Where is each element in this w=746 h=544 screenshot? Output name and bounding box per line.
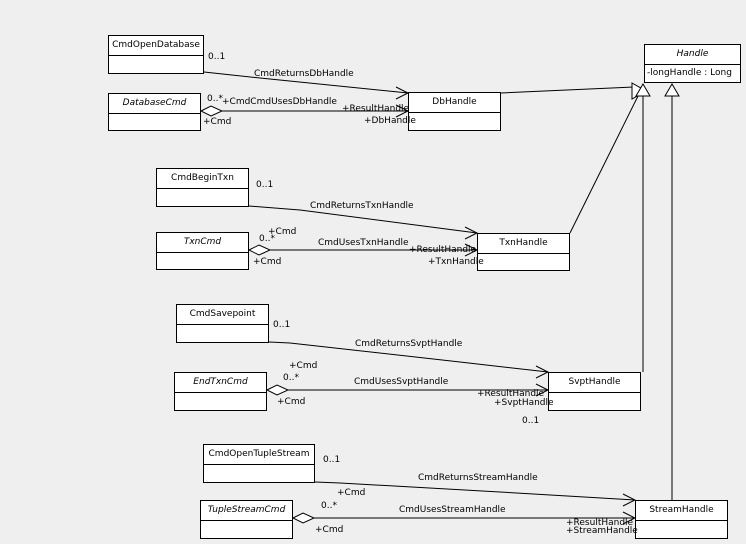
role-label: +ResultHandle	[477, 389, 545, 399]
role-label: +StreamHandle	[566, 526, 638, 536]
aggregation-diamond	[199, 105, 224, 117]
aggregation-diamond	[291, 512, 316, 524]
role-label: +ResultHandle	[566, 518, 634, 528]
role-label: +SvptHandle	[494, 398, 554, 408]
class-databasecmd[interactable]: DatabaseCmd	[108, 93, 201, 131]
class-cmdbegintxn[interactable]: CmdBeginTxn	[156, 168, 249, 207]
association-name: CmdReturnsTxnHandle	[310, 201, 414, 211]
class-name: EndTxnCmd	[175, 373, 266, 393]
aggregation-diamond	[247, 244, 272, 256]
class-name: StreamHandle	[636, 501, 727, 521]
role-label: +Cmd	[337, 488, 366, 498]
role-label: +TxnHandle	[428, 257, 484, 267]
role-label: +Cmd	[277, 397, 306, 407]
role-label: +Cmd	[289, 361, 318, 371]
role-label: +Cmd	[268, 227, 297, 237]
class-name: TupleStreamCmd	[201, 501, 292, 521]
association-cmdreturnsstreamhandle	[314, 481, 636, 501]
class-dbhandle[interactable]: DbHandle	[408, 92, 501, 131]
association-name: +CmdCmdUsesDbHandle	[222, 97, 337, 107]
class-cmdopendatabase[interactable]: CmdOpenDatabase	[108, 35, 204, 74]
association-cmdreturnssvpthandle	[268, 341, 549, 373]
generalization-dbhandle-handle	[500, 86, 635, 94]
class-attribute: -longHandle : Long	[647, 68, 732, 78]
class-name: CmdBeginTxn	[157, 169, 248, 189]
class-name: CmdOpenDatabase	[109, 36, 203, 56]
role-label: +ResultHandle	[409, 245, 477, 255]
class-txnhandle[interactable]: TxnHandle	[477, 233, 570, 271]
class-svpthandle[interactable]: SvptHandle	[548, 372, 641, 411]
multiplicity-label: 0..1	[323, 455, 341, 465]
association-name: CmdUsesSvptHandle	[354, 377, 449, 387]
multiplicity-label: 0..1	[256, 180, 274, 190]
class-name: CmdSavepoint	[177, 305, 268, 325]
generalization-arrowhead	[635, 83, 651, 97]
association-name: CmdReturnsStreamHandle	[418, 473, 538, 483]
class-name: Handle	[645, 45, 740, 65]
class-name: TxnCmd	[157, 233, 248, 253]
association-cmdreturnstxnhandle	[248, 205, 478, 234]
class-name: DbHandle	[409, 93, 500, 113]
generalization-txnhandle-handle	[569, 91, 641, 234]
multiplicity-label: 0..*	[207, 94, 223, 104]
class-name: TxnHandle	[478, 234, 569, 254]
class-cmdopentuplestream[interactable]: CmdOpenTupleStream	[203, 444, 315, 483]
class-name: DatabaseCmd	[109, 94, 200, 114]
class-streamhandle[interactable]: StreamHandle	[635, 500, 728, 539]
multiplicity-label: 0..*	[283, 373, 299, 383]
class-handle[interactable]: Handle -longHandle : Long	[644, 44, 741, 83]
association-cmdreturnsdbhandle	[203, 71, 409, 94]
class-name: CmdOpenTupleStream	[204, 445, 314, 465]
multiplicity-label: 0..1	[522, 416, 540, 426]
class-endtxncmd[interactable]: EndTxnCmd	[174, 372, 267, 411]
generalization-arrowhead	[664, 83, 680, 97]
class-name: SvptHandle	[549, 373, 640, 393]
multiplicity-label: 0..1	[273, 320, 291, 330]
association-name: CmdUsesTxnHandle	[318, 238, 409, 248]
association-name: CmdReturnsSvptHandle	[355, 339, 463, 349]
class-cmdsavepoint[interactable]: CmdSavepoint	[176, 304, 269, 343]
role-label: +Cmd	[203, 117, 232, 127]
role-label: +Cmd	[315, 525, 344, 535]
role-label: +Cmd	[253, 257, 282, 267]
association-name: CmdUsesStreamHandle	[399, 505, 506, 515]
multiplicity-label: 0..*	[259, 234, 275, 244]
multiplicity-label: 0..1	[208, 52, 226, 62]
role-label: +ResultHandle	[342, 104, 410, 114]
aggregation-diamond	[265, 384, 290, 396]
role-label: +DbHandle	[364, 116, 416, 126]
class-txncmd[interactable]: TxnCmd	[156, 232, 249, 270]
class-tuplestreamcmd[interactable]: TupleStreamCmd	[200, 500, 293, 539]
multiplicity-label: 0..*	[321, 501, 337, 511]
association-name: CmdReturnsDbHandle	[254, 69, 354, 79]
